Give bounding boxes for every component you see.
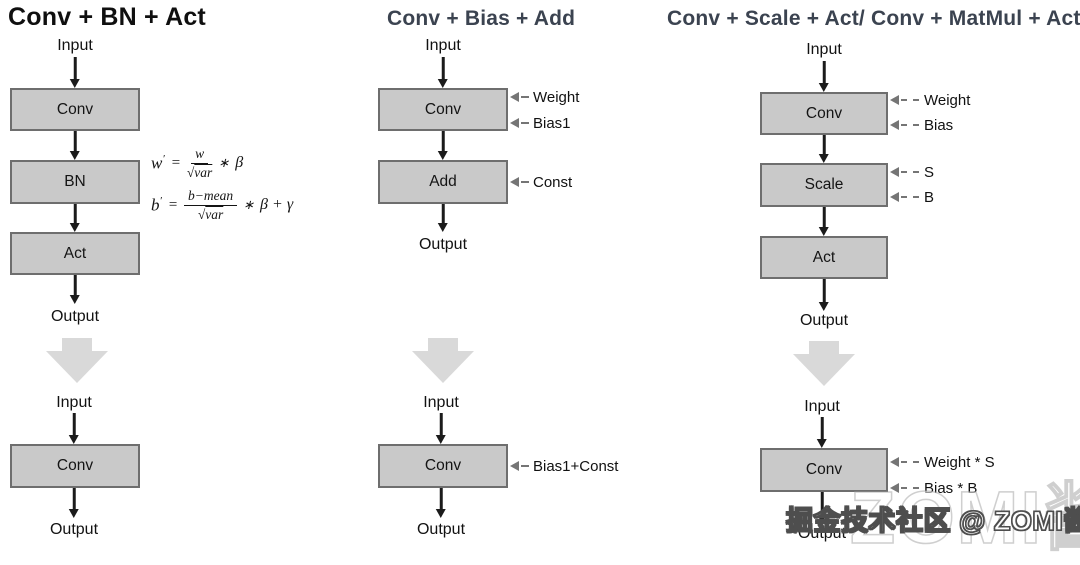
col3-bottom-input-label: Input <box>804 398 840 415</box>
watermark: 掘金技术社区 @ ZOMI酱 <box>785 505 1080 536</box>
down-arrow <box>820 417 824 439</box>
col3-scale-box: Scale <box>760 163 888 207</box>
dash <box>521 180 529 184</box>
bias1-annotation: Bias1 <box>510 114 571 132</box>
fused-weight-annotation: Weight * S <box>890 453 995 471</box>
left-arrowhead-icon <box>890 192 899 202</box>
fused-bias-annotation: Bias1+Const <box>510 457 618 475</box>
left-arrowhead-icon <box>510 461 519 471</box>
down-arrow <box>441 204 445 223</box>
col2-fused-conv-box: Conv <box>378 444 508 488</box>
col1-act-box: Act <box>10 232 140 275</box>
dashed-line <box>901 171 919 173</box>
col2-title: Conv + Bias + Add <box>387 7 576 30</box>
dashed-line <box>901 99 919 101</box>
col2-top-output-label: Output <box>418 236 468 253</box>
col1-top-output-label: Output <box>50 308 100 325</box>
down-arrow <box>73 204 77 223</box>
weight-annotation: Weight <box>510 88 579 106</box>
left-arrowhead-icon <box>890 483 899 493</box>
col1-bn-box: BN <box>10 160 140 204</box>
formula-fused-weight: w′ = w √var ∗ β <box>151 146 244 180</box>
weight-annotation: Weight <box>890 91 970 109</box>
dashed-line <box>901 461 919 463</box>
left-arrowhead-icon <box>890 120 899 130</box>
left-arrowhead-icon <box>890 95 899 105</box>
col3-act-box: Act <box>760 236 888 279</box>
col1-title: Conv + BN + Act <box>8 3 206 31</box>
down-arrow <box>439 488 443 509</box>
col1-bottom-output-label: Output <box>49 521 99 538</box>
col2-conv-box: Conv <box>378 88 508 131</box>
down-arrow <box>822 207 826 227</box>
down-arrow <box>72 488 76 509</box>
left-arrowhead-icon <box>510 92 519 102</box>
down-arrow <box>73 57 77 79</box>
left-arrowhead-icon <box>510 177 519 187</box>
down-arrow <box>72 413 76 435</box>
down-arrow <box>73 131 77 151</box>
fuse-transform-arrow-icon <box>793 341 855 386</box>
col1-top-input-label: Input <box>57 37 93 54</box>
s-annotation: S <box>890 163 934 181</box>
down-arrow <box>822 279 826 302</box>
down-arrow <box>73 275 77 295</box>
fuse-transform-arrow-icon <box>46 338 108 383</box>
down-arrow <box>822 135 826 154</box>
col3-top-input-label: Input <box>806 41 842 58</box>
col3-top-output-label: Output <box>799 312 849 329</box>
down-arrow <box>820 492 824 514</box>
col2-bottom-output-label: Output <box>416 521 466 538</box>
formula-fused-bias: b′ = b−mean √var ∗ β + γ <box>151 188 294 222</box>
dashed-line <box>901 487 919 489</box>
dashed-line <box>901 196 919 198</box>
down-arrow <box>439 413 443 435</box>
fraction: w √var <box>186 146 213 180</box>
dash <box>521 95 529 99</box>
dash <box>521 121 529 125</box>
down-arrow <box>441 57 445 79</box>
const-annotation: Const <box>510 173 572 191</box>
col3-fused-conv-box: Conv <box>760 448 888 492</box>
left-arrowhead-icon <box>890 167 899 177</box>
col3-bottom-output-label: Output <box>797 525 847 542</box>
left-arrowhead-icon <box>890 457 899 467</box>
dashed-line <box>901 124 919 126</box>
dash <box>521 464 529 468</box>
down-arrow <box>822 61 826 83</box>
col2-bottom-input-label: Input <box>423 394 459 411</box>
left-arrowhead-icon <box>510 118 519 128</box>
formula-lhs: b′ <box>151 194 162 215</box>
col3-title: Conv + Scale + Act/ Conv + MatMul + Act <box>667 7 1080 30</box>
formula-lhs: w′ <box>151 152 165 173</box>
fused-bias-annotation: Bias * B <box>890 479 977 497</box>
col1-bottom-input-label: Input <box>56 394 92 411</box>
down-arrow <box>441 131 445 151</box>
b-annotation: B <box>890 188 934 206</box>
col3-conv-box: Conv <box>760 92 888 135</box>
col1-conv-box: Conv <box>10 88 140 131</box>
col2-top-input-label: Input <box>425 37 461 54</box>
bias-annotation: Bias <box>890 116 953 134</box>
col1-fused-conv-box: Conv <box>10 444 140 488</box>
fuse-transform-arrow-icon <box>412 338 474 383</box>
fraction: b−mean √var <box>184 188 238 222</box>
col2-add-box: Add <box>378 160 508 204</box>
